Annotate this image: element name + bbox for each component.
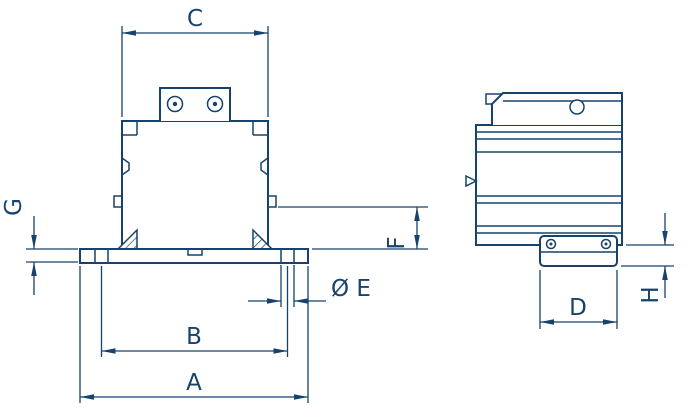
dim-H-arrow-up [662,266,668,280]
dim-D-arrow-right [603,319,617,325]
dimension-F: F [278,206,428,250]
dim-C-arrow-left [122,30,136,36]
dim-H-arrow-down [662,231,668,245]
dim-F-arrow-up [414,207,420,221]
dimension-C: C [121,6,269,117]
bottom-carriage [539,235,618,267]
cap-screw-left-center [172,101,178,107]
dim-C-extension-lines [121,26,269,117]
dimension-D: D [539,270,618,329]
dim-B-arrow-right [273,348,288,354]
dim-E-extension-lines [280,265,295,307]
dimension-E: Ø E [248,265,371,307]
dim-E-arrow-right [267,298,281,304]
dim-label-C: C [187,6,203,32]
side-body-groove-lines [476,131,622,234]
side-view [465,92,623,267]
front-side-grooves [121,157,269,176]
dim-label-B: B [186,324,202,350]
dim-label-G: G [1,198,27,216]
base-plate-hole-lines [94,249,295,263]
dim-C-arrow-right [254,30,268,36]
front-side-tabs [113,195,277,208]
side-top-hole [569,99,585,115]
dimension-H: H [621,213,674,304]
dimension-A: A [79,266,309,403]
dim-label-H: H [638,286,664,303]
dim-label-D: D [569,295,587,321]
dim-label-A: A [186,370,202,396]
dim-A-extension-lines [79,266,309,403]
dim-B-extension-lines [100,266,289,357]
base-plate [79,248,309,264]
dimension-G: G [1,198,78,295]
side-datum-mark [465,174,478,188]
dimension-B: B [100,266,289,357]
side-body-outline [475,124,623,246]
dim-G-arrow-down [31,235,37,249]
dim-label-F: F [384,236,410,249]
front-corner-steps [122,121,268,136]
side-top-rail [491,92,623,125]
dim-B-arrow-left [101,348,116,354]
base-plate-center-notch [187,249,203,256]
carriage-screw-left-center [549,242,553,246]
dim-A-arrow-right [294,394,308,400]
front-body-outline [121,120,269,250]
cap-screw-right-center [212,101,218,107]
dim-G-extension-lines [26,248,78,263]
dim-E-arrow-left [294,298,308,304]
dim-label-E: Ø E [331,276,371,302]
dim-F-extension-lines [278,206,428,250]
dim-D-arrow-left [540,319,554,325]
dim-H-extension-lines [621,244,674,267]
dim-F-arrow-down [414,235,420,249]
dim-D-extension-lines [539,270,618,329]
front-view [79,87,309,264]
carriage-screw-right-center [604,242,608,246]
dim-A-arrow-left [80,394,94,400]
dim-G-arrow-up [31,262,37,276]
